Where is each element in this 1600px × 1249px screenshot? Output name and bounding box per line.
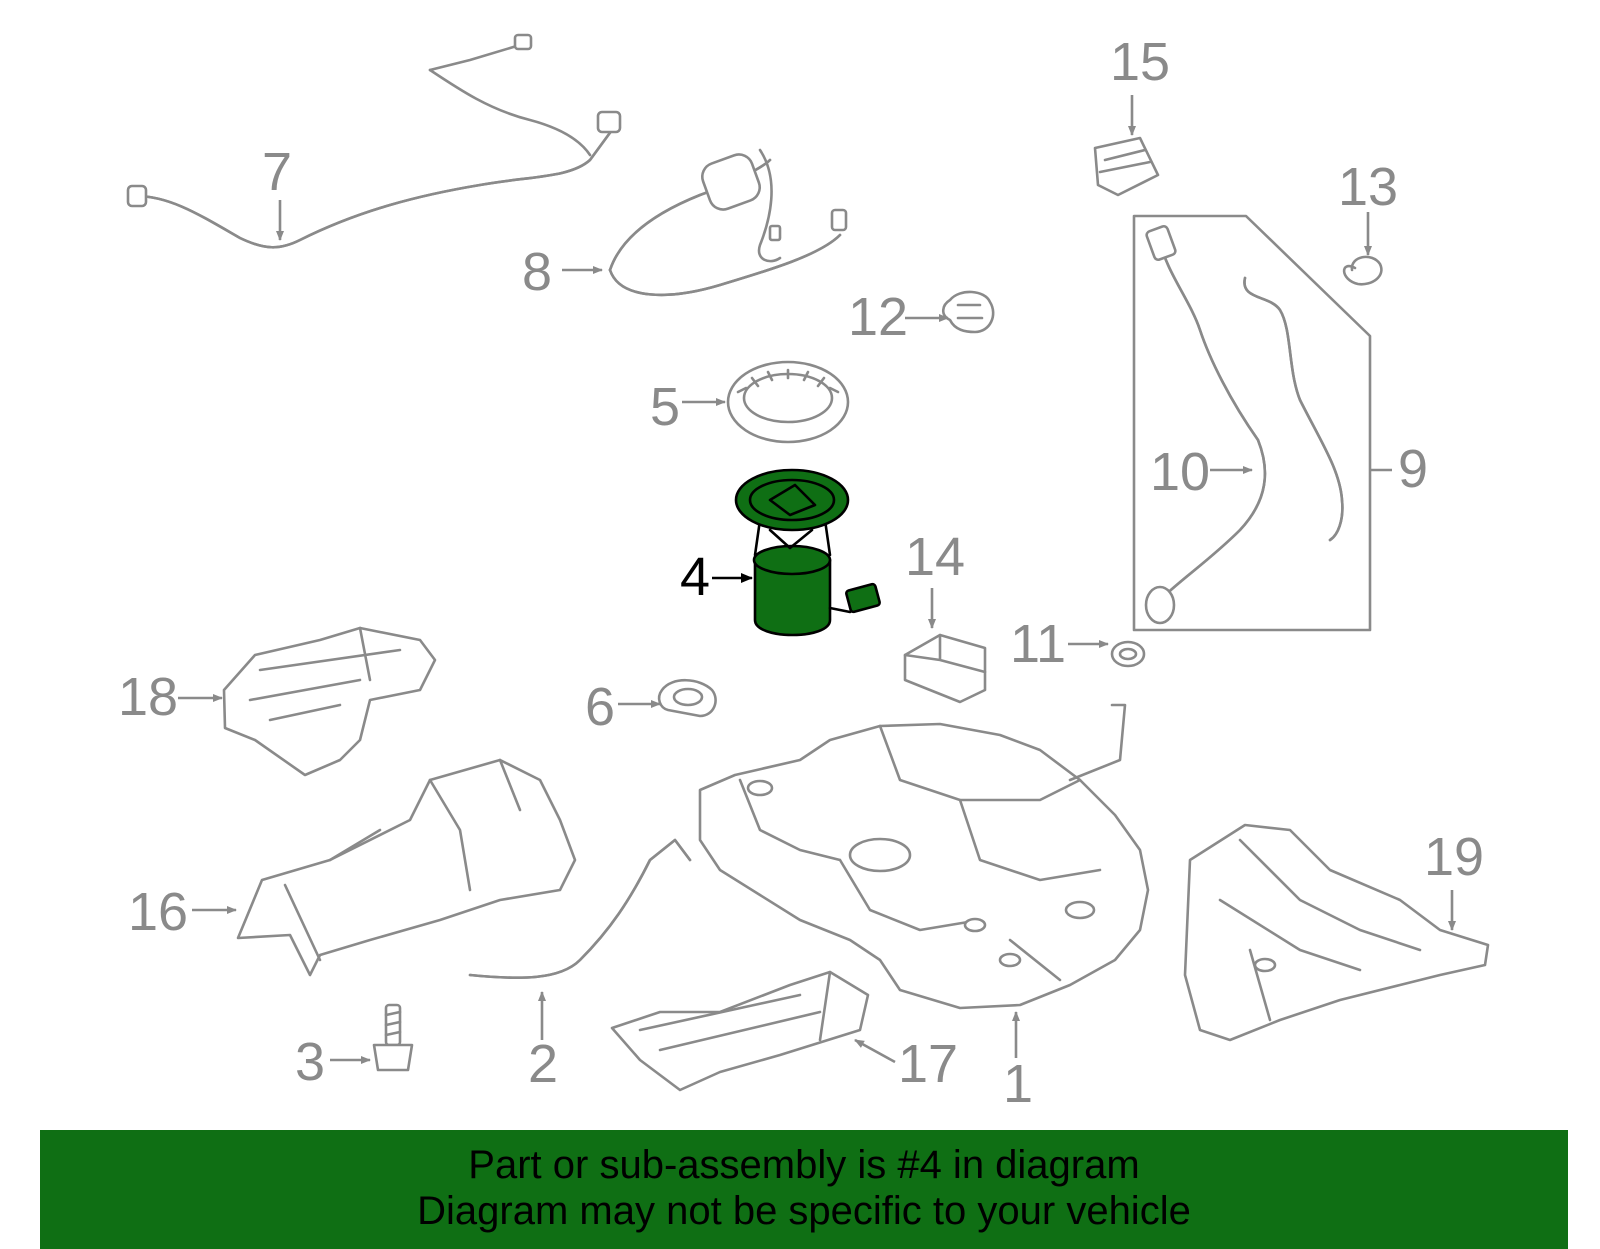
banner-line-1: Part or sub-assembly is #4 in diagram <box>468 1143 1140 1187</box>
callout-7: 7 <box>262 142 292 241</box>
callout-1: 1 <box>1003 1011 1033 1114</box>
part-9-filler-assembly[interactable] <box>1132 214 1372 632</box>
svg-text:3: 3 <box>295 1032 325 1092</box>
svg-text:15: 15 <box>1110 32 1170 92</box>
svg-text:10: 10 <box>1150 442 1210 502</box>
part-16-tunnel-shield[interactable] <box>236 758 577 977</box>
part-11-grommet[interactable] <box>1110 640 1146 668</box>
callout-16: 16 <box>128 882 237 942</box>
banner-line-2: Diagram may not be specific to your vehi… <box>417 1189 1191 1233</box>
part-17-lower-shield[interactable] <box>610 970 870 1092</box>
svg-text:14: 14 <box>905 527 965 587</box>
callout-11: 11 <box>1010 614 1109 674</box>
part-15-bracket[interactable] <box>1093 136 1160 197</box>
svg-text:18: 18 <box>118 667 178 727</box>
callout-9: 9 <box>1370 439 1428 499</box>
part-4-fuel-pump-module[interactable] <box>734 468 881 637</box>
svg-text:17: 17 <box>898 1034 958 1094</box>
part-12-clip[interactable] <box>941 290 995 334</box>
callout-13: 13 <box>1338 157 1398 256</box>
svg-text:19: 19 <box>1424 827 1484 887</box>
svg-text:12: 12 <box>848 287 908 347</box>
part-19-rear-shield[interactable] <box>1183 823 1490 1042</box>
svg-text:11: 11 <box>1010 614 1066 674</box>
parts-diagram: 7 8 12 15 13 <box>118 32 1490 1114</box>
part-7-vent-line[interactable] <box>126 33 622 249</box>
callout-17: 17 <box>854 1034 958 1094</box>
callout-12: 12 <box>848 287 949 347</box>
svg-text:16: 16 <box>128 882 188 942</box>
callout-10: 10 <box>1150 442 1253 502</box>
callout-19: 19 <box>1424 827 1484 931</box>
svg-text:13: 13 <box>1338 157 1398 217</box>
part-1-fuel-tank[interactable] <box>698 703 1150 1010</box>
svg-text:2: 2 <box>528 1034 558 1094</box>
callout-15: 15 <box>1110 32 1170 136</box>
svg-text:9: 9 <box>1398 439 1428 499</box>
callout-4: 4 <box>680 547 753 607</box>
callout-18: 18 <box>118 667 223 727</box>
part-18-heat-shield[interactable] <box>222 626 437 777</box>
callout-5: 5 <box>650 377 726 437</box>
info-banner: Part or sub-assembly is #4 in diagram Di… <box>40 1130 1568 1249</box>
svg-text:6: 6 <box>585 677 615 737</box>
svg-text:8: 8 <box>522 242 552 302</box>
part-6-clamp[interactable] <box>657 678 717 718</box>
callout-3: 3 <box>295 1032 371 1092</box>
part-13-clamp[interactable] <box>1342 255 1383 286</box>
part-3-bolt[interactable] <box>372 1003 414 1072</box>
part-14-bracket[interactable] <box>903 633 987 704</box>
svg-text:7: 7 <box>262 142 292 202</box>
callout-6: 6 <box>585 677 661 737</box>
callout-14: 14 <box>905 527 965 629</box>
part-2-tank-strap[interactable] <box>468 838 692 980</box>
svg-text:4: 4 <box>680 547 710 607</box>
callout-2: 2 <box>528 991 558 1094</box>
callout-8: 8 <box>522 242 603 302</box>
part-5-lock-ring[interactable] <box>726 360 850 444</box>
part-8-filter-line[interactable] <box>608 148 848 297</box>
svg-text:5: 5 <box>650 377 680 437</box>
svg-text:1: 1 <box>1003 1054 1033 1114</box>
